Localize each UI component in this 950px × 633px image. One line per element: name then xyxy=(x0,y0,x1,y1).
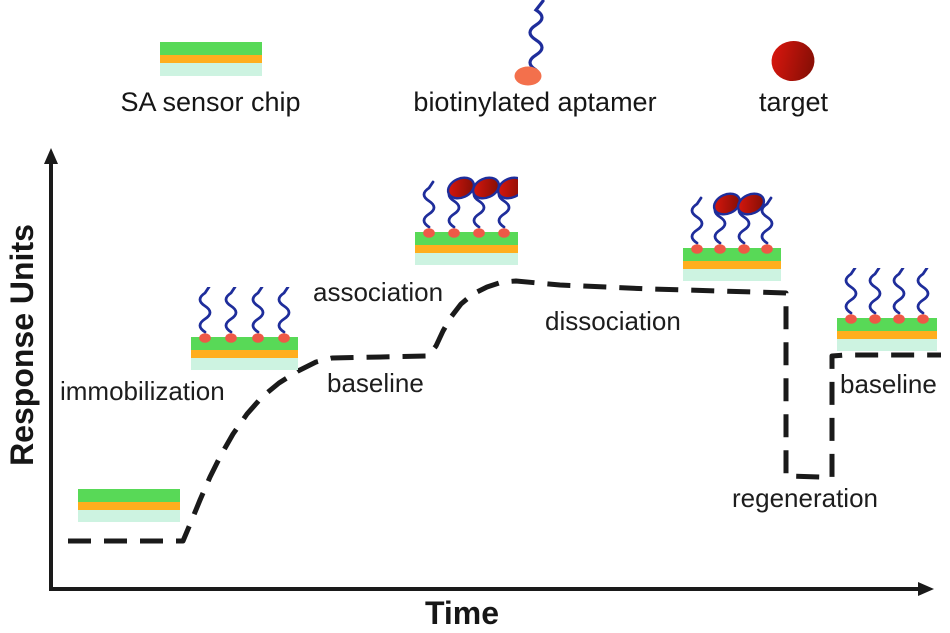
legend-label-target: target xyxy=(758,87,829,117)
sensor-chip-aptamers xyxy=(191,287,298,370)
sensor-chip-bare xyxy=(78,489,180,522)
legend-label-biotinylated-aptamer: biotinylated aptamer xyxy=(413,87,657,117)
stage-label-immobilization: immobilization xyxy=(60,376,225,406)
legend-label-sa-sensor-chip: SA sensor chip xyxy=(120,87,301,117)
biotinylated-aptamer-icon xyxy=(503,0,573,99)
stage-label-dissociation: dissociation xyxy=(545,306,681,336)
stage-label-association: association xyxy=(313,277,444,307)
stage-label-regeneration: regeneration xyxy=(732,483,878,513)
y-axis-label: Response Units xyxy=(4,224,40,466)
sensor-chip-icon xyxy=(160,42,262,76)
y-axis-arrow-icon xyxy=(44,148,58,164)
stage-label-baseline-2: baseline xyxy=(840,369,937,399)
sensor-chip-regenerated xyxy=(837,268,937,351)
stage-label-baseline-1: baseline xyxy=(327,368,424,398)
sensor-chip-association xyxy=(415,174,518,265)
sensor-chip-dissociation xyxy=(683,190,781,281)
target-icon xyxy=(768,38,820,89)
x-axis-arrow-icon xyxy=(918,582,934,596)
x-axis-label: Time xyxy=(424,595,500,631)
